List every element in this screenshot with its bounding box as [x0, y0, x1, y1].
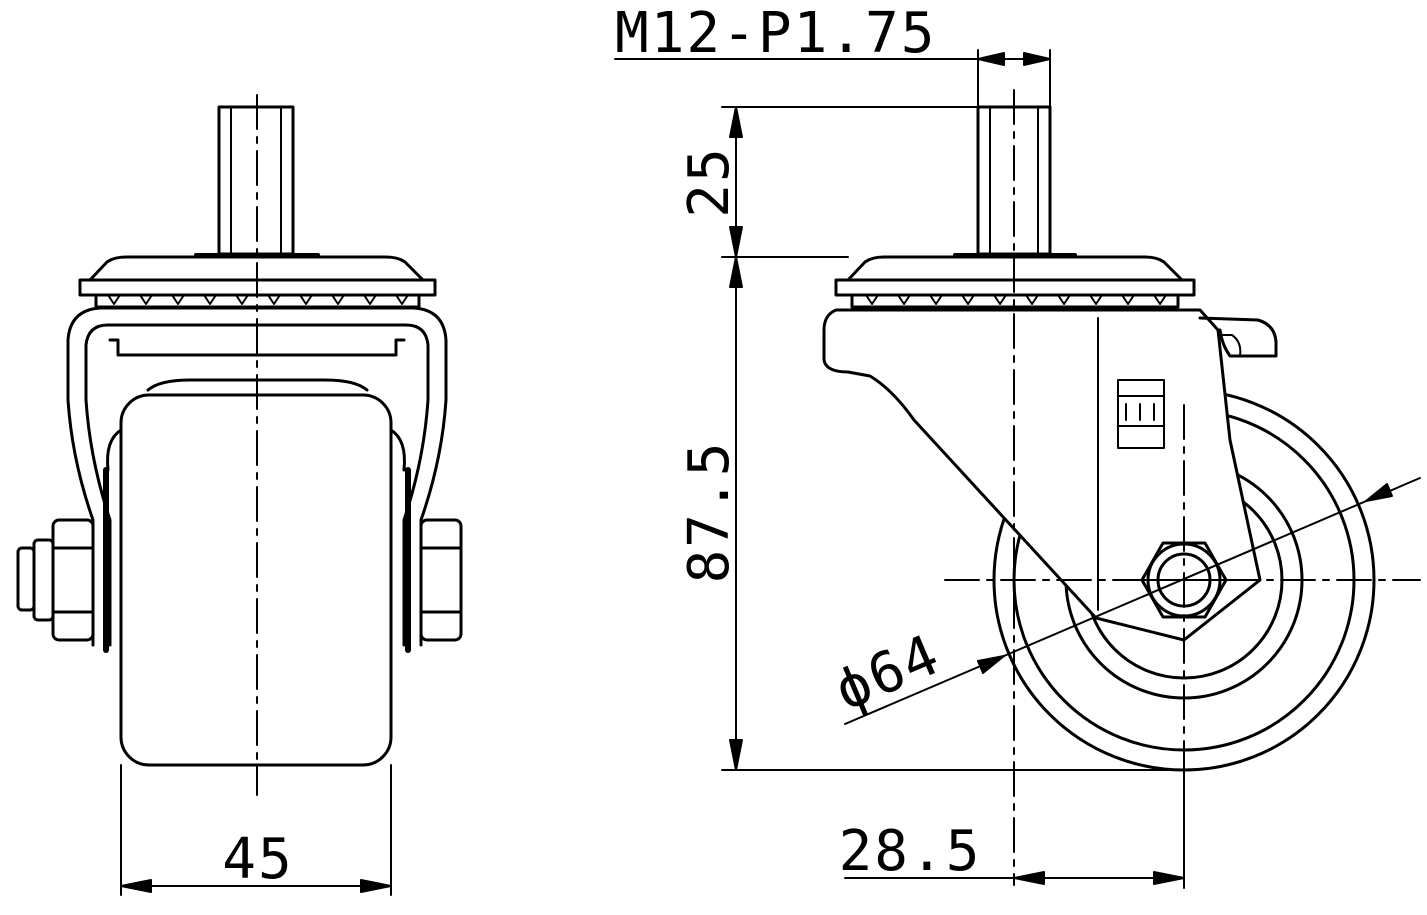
label-thread-spec: M12-P1.75 — [615, 1, 936, 66]
dim-thread — [614, 49, 1051, 108]
side-ball-bearings — [865, 294, 1167, 305]
side-fork — [822, 308, 1262, 642]
label-swivel-offset: 28.5 — [839, 819, 982, 884]
dim-wheel-width — [120, 764, 392, 896]
dim-overall-height — [721, 256, 1185, 771]
side-label-plate — [1117, 379, 1165, 449]
side-view: M12-P1.75 25 87.5 ϕ64 — [614, 1, 1421, 889]
dim-stem-length — [721, 106, 979, 258]
label-wheel-width: 45 — [222, 827, 293, 892]
front-axle-nut-left — [16, 518, 95, 642]
front-view: 45 — [16, 94, 463, 896]
dim-swivel-offset — [844, 769, 1185, 889]
label-overall-height: 87.5 — [677, 441, 742, 584]
front-axle-nut-right — [419, 518, 463, 642]
side-brake-lever — [1198, 316, 1278, 358]
front-ball-bearings — [107, 294, 409, 305]
front-top-plate — [88, 255, 425, 282]
label-wheel-diameter: ϕ64 — [826, 622, 950, 724]
dim-wheel-diameter — [844, 477, 1421, 725]
label-stem-length: 25 — [677, 146, 742, 217]
side-top-plate — [846, 255, 1184, 282]
